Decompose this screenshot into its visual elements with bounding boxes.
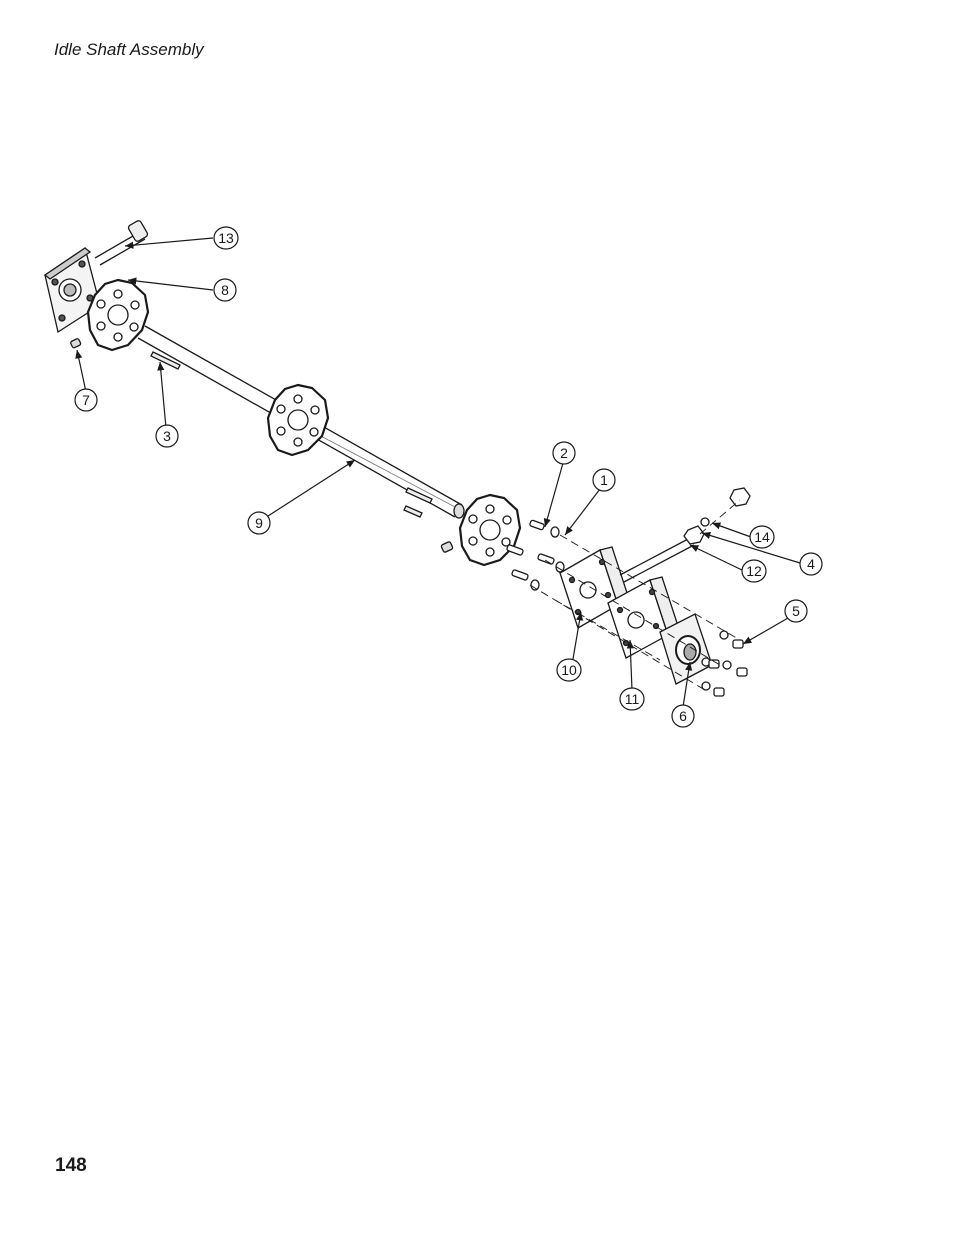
- callout-label: 14: [754, 529, 770, 545]
- callout-balloon: 4: [800, 553, 822, 575]
- callout-label: 9: [255, 515, 263, 531]
- long-bolt: [95, 220, 149, 265]
- callout-label: 7: [82, 392, 90, 408]
- callout-balloon: 5: [785, 600, 807, 622]
- callout-balloon: 1: [593, 469, 615, 491]
- sprocket-left: [88, 280, 148, 350]
- callout-balloon: 8: [214, 279, 236, 301]
- callout-label: 5: [792, 603, 800, 619]
- sprocket-right: [460, 495, 520, 565]
- callout-balloon: 10: [557, 659, 581, 681]
- callout-label: 10: [561, 662, 577, 678]
- callout-balloon: 6: [672, 705, 694, 727]
- callout-balloon: 3: [156, 425, 178, 447]
- adjuster-rod: [620, 538, 694, 582]
- callout-label: 6: [679, 708, 687, 724]
- callout-balloon: 12: [742, 560, 766, 582]
- callout-label: 1: [600, 472, 608, 488]
- sprocket-middle: [268, 385, 328, 455]
- callout-label: 8: [221, 282, 229, 298]
- callout-label: 3: [163, 428, 171, 444]
- callout-label: 2: [560, 445, 568, 461]
- callout-balloon: 13: [214, 227, 238, 249]
- page-number: 148: [55, 1155, 87, 1177]
- callout-balloon: 2: [553, 442, 575, 464]
- callout-balloon: 9: [248, 512, 270, 534]
- callout-label: 4: [807, 556, 815, 572]
- callout-label: 12: [746, 563, 762, 579]
- callout-balloon: 11: [620, 688, 644, 710]
- callout-balloon: 14: [750, 526, 774, 548]
- callout-balloon: 7: [75, 389, 97, 411]
- callout-label: 11: [625, 691, 640, 707]
- callout-label: 13: [218, 230, 234, 246]
- parts-artwork: [45, 220, 750, 696]
